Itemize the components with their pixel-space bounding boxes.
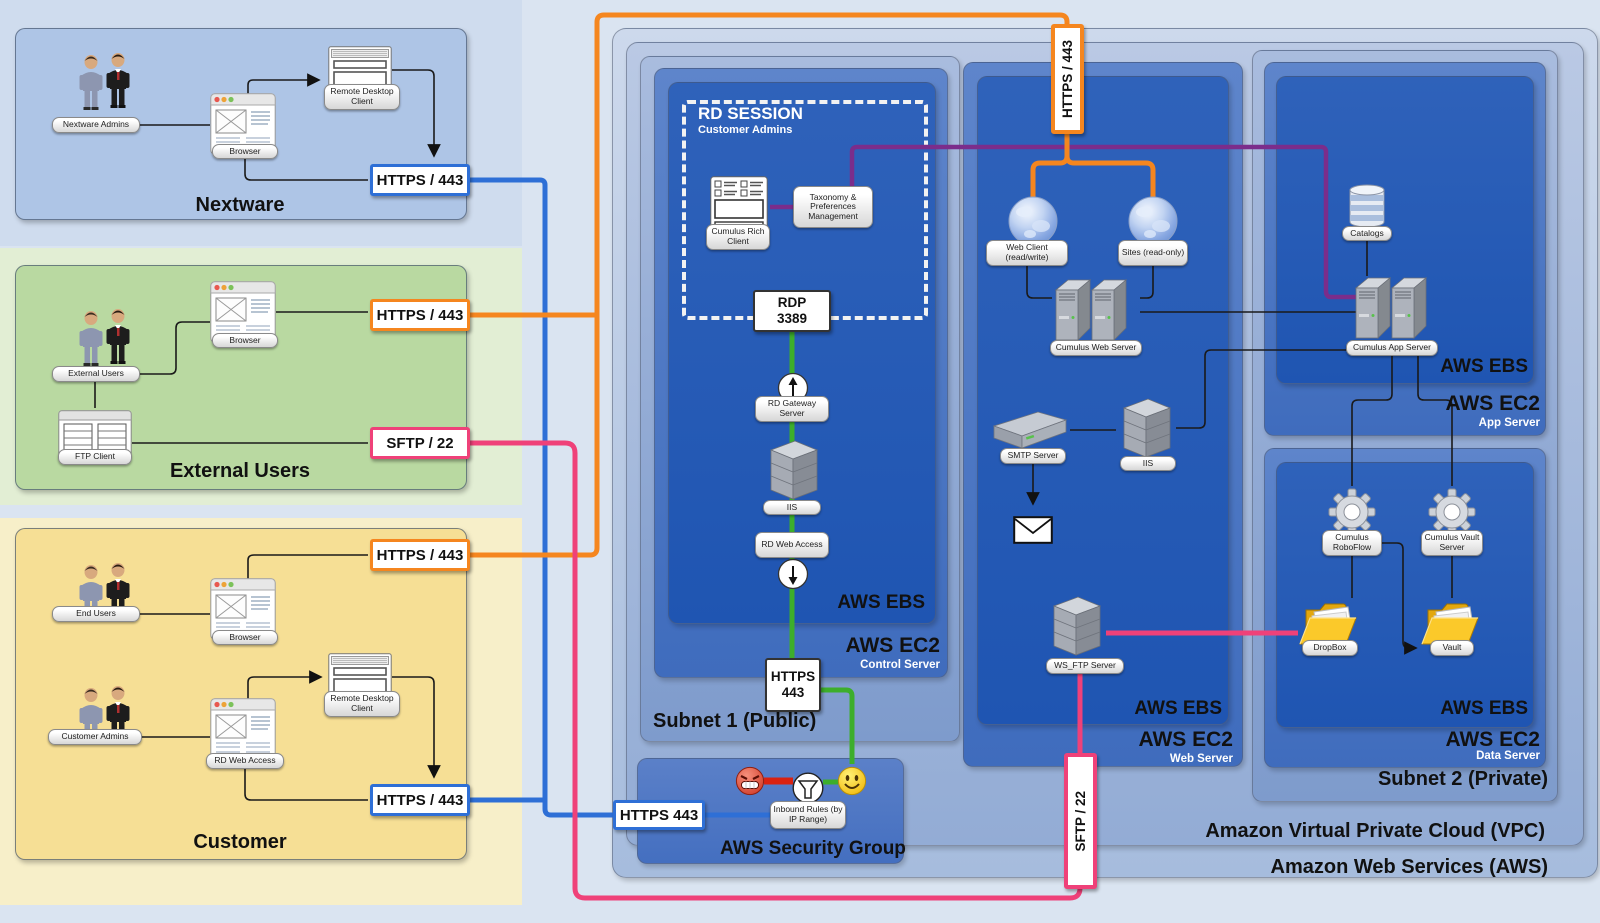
dropbox-folder-icon bbox=[1298, 598, 1360, 650]
external-sftp-port: SFTP / 22 bbox=[370, 427, 470, 459]
inbound-rules-label: Inbound Rules (by IP Range) bbox=[770, 801, 846, 829]
catalogs-label: Catalogs bbox=[1342, 226, 1392, 241]
nextware-remote-desktop-icon bbox=[328, 46, 392, 94]
security-group-title: AWS Security Group bbox=[720, 838, 906, 859]
app-role-label: App Server bbox=[1478, 417, 1540, 429]
cumulus-app-server-label: Cumulus App Server bbox=[1346, 340, 1438, 356]
rd-web-down-arrow-icon bbox=[777, 558, 809, 590]
external-browser-label: Browser bbox=[212, 333, 278, 348]
control-ebs-label: AWS EBS bbox=[837, 592, 925, 613]
web-ec2-label: AWS EC2 bbox=[1138, 728, 1233, 751]
web-iis-server-icon bbox=[1118, 396, 1176, 460]
ws-ftp-server-label: WS_FTP Server bbox=[1046, 658, 1124, 674]
filter-funnel-icon bbox=[792, 772, 824, 804]
external-users-title: External Users bbox=[169, 460, 311, 482]
external-users-people-icon bbox=[70, 308, 140, 378]
aws-https-vertical-label: HTTPS / 443 bbox=[1060, 39, 1075, 119]
data-role-label: Data Server bbox=[1476, 750, 1540, 762]
ftp-client-label: FTP Client bbox=[58, 449, 132, 465]
vault-label: Vault bbox=[1430, 640, 1474, 656]
customer-browser-icon bbox=[210, 578, 276, 640]
aws-https-vertical-port: HTTPS / 443 bbox=[1051, 24, 1084, 134]
customer-admins-label: Customer Admins bbox=[48, 729, 142, 745]
control-iis-server-icon bbox=[765, 438, 823, 502]
vault-folder-icon bbox=[1420, 598, 1482, 650]
external-browser-icon bbox=[210, 281, 276, 343]
rdp-3389-port: RDP 3389 bbox=[753, 290, 831, 332]
catalogs-database-icon bbox=[1346, 182, 1388, 230]
ftp-client-icon bbox=[58, 410, 132, 458]
aws-sftp-vertical-port: SFTP / 22 bbox=[1064, 753, 1097, 889]
envelope-icon bbox=[1013, 516, 1053, 544]
dropbox-label: DropBox bbox=[1302, 640, 1358, 656]
rd-web-access-browser-icon bbox=[210, 698, 276, 760]
app-ec2-label: AWS EC2 bbox=[1445, 392, 1540, 415]
customer-browser-label: Browser bbox=[212, 630, 278, 645]
cumulus-rich-client-label: Cumulus Rich Client bbox=[706, 224, 770, 250]
data-ebs-box bbox=[1276, 462, 1534, 728]
cumulus-app-server-icon bbox=[1352, 276, 1440, 342]
data-ec2-label: AWS EC2 bbox=[1445, 728, 1540, 751]
external-users-label: External Users bbox=[52, 366, 140, 382]
nextware-https-port: HTTPS / 443 bbox=[370, 164, 470, 196]
cumulus-roboflow-label: Cumulus RoboFlow bbox=[1322, 530, 1382, 556]
sites-globe-icon bbox=[1126, 196, 1180, 246]
control-iis-label: IIS bbox=[763, 500, 821, 515]
customer-rdc-label: Remote Desktop Client bbox=[324, 691, 400, 717]
customer-rd-web-access-label: RD Web Access bbox=[206, 753, 284, 769]
cumulus-web-server-label: Cumulus Web Server bbox=[1050, 340, 1142, 356]
control-https-port: HTTPS 443 bbox=[765, 658, 821, 712]
nextware-rdc-label: Remote Desktop Client bbox=[324, 84, 400, 110]
rd-session-title: RD SESSION bbox=[698, 104, 803, 123]
smtp-server-icon bbox=[990, 408, 1070, 452]
control-ec2-label: AWS EC2 bbox=[845, 634, 940, 657]
smtp-server-label: SMTP Server bbox=[1000, 448, 1066, 464]
security-group-https-port: HTTPS 443 bbox=[613, 800, 705, 830]
nextware-title: Nextware bbox=[195, 194, 285, 216]
subnet1-title: Subnet 1 (Public) bbox=[653, 710, 817, 732]
customer-title: Customer bbox=[193, 831, 287, 853]
web-iis-label: IIS bbox=[1120, 456, 1176, 471]
cumulus-web-server-icon bbox=[1052, 278, 1140, 344]
nextware-admins-people-icon bbox=[70, 52, 140, 122]
customer-https-bottom-port: HTTPS / 443 bbox=[370, 784, 470, 816]
web-ebs-label: AWS EBS bbox=[1134, 698, 1222, 719]
external-https-port: HTTPS / 443 bbox=[370, 299, 470, 331]
web-role-label: Web Server bbox=[1169, 753, 1233, 765]
web-client-globe-icon bbox=[1006, 196, 1060, 246]
nextware-browser-label: Browser bbox=[212, 144, 278, 159]
taxonomy-label: Taxonomy & Preferences Management bbox=[793, 186, 873, 228]
nextware-admins-label: Nextware Admins bbox=[52, 117, 140, 133]
aws-title: Amazon Web Services (AWS) bbox=[1270, 856, 1548, 878]
rd-session-subtitle: Customer Admins bbox=[698, 124, 793, 136]
deny-angry-face-icon bbox=[735, 766, 765, 796]
end-users-label: End Users bbox=[52, 606, 140, 622]
web-client-label: Web Client (read/write) bbox=[986, 240, 1068, 266]
control-rd-web-access-label: RD Web Access bbox=[755, 532, 829, 558]
vpc-title: Amazon Virtual Private Cloud (VPC) bbox=[1205, 820, 1545, 842]
ws-ftp-server-icon bbox=[1048, 594, 1106, 658]
subnet2-title: Subnet 2 (Private) bbox=[1377, 768, 1548, 790]
aws-sftp-vertical-label: SFTP / 22 bbox=[1073, 790, 1088, 852]
rd-gateway-server-label: RD Gateway Server bbox=[755, 396, 829, 422]
allow-smiley-face-icon bbox=[837, 766, 867, 796]
customer-https-top-port: HTTPS / 443 bbox=[370, 539, 470, 571]
app-ebs-label: AWS EBS bbox=[1440, 356, 1528, 377]
sites-label: Sites (read-only) bbox=[1118, 240, 1188, 266]
cumulus-vault-server-label: Cumulus Vault Server bbox=[1421, 530, 1483, 556]
data-ebs-label: AWS EBS bbox=[1440, 698, 1528, 719]
